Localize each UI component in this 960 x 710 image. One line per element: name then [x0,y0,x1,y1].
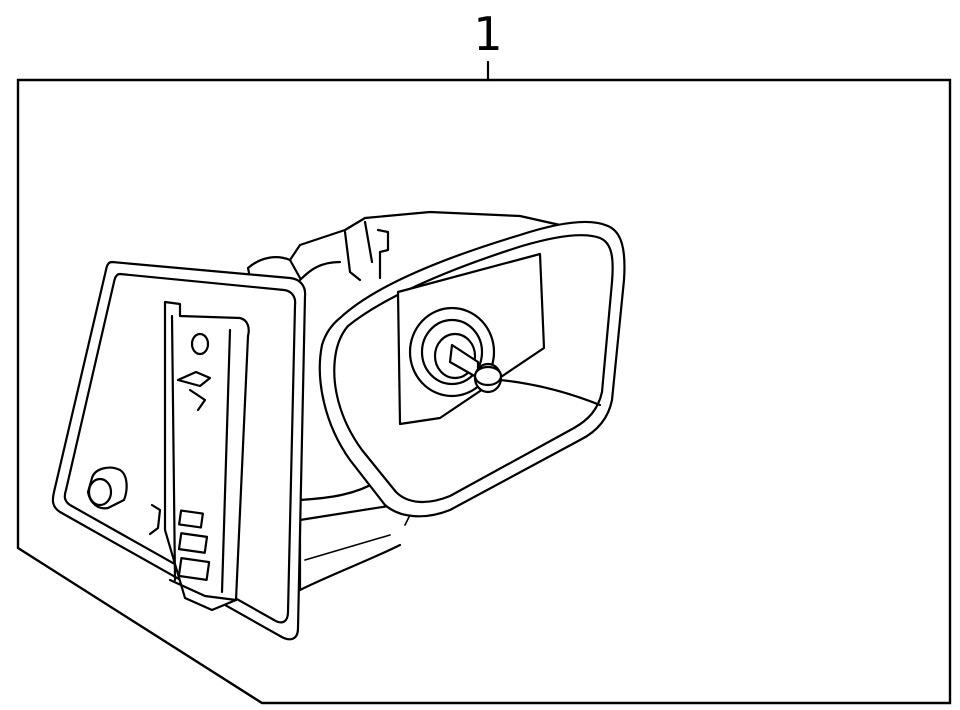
mounting-plate [51,260,307,641]
mirror-head [318,220,626,518]
mirror-assembly-illustration [51,210,626,641]
callout-number-1: 1 [473,7,502,61]
parts-frame [16,78,952,705]
